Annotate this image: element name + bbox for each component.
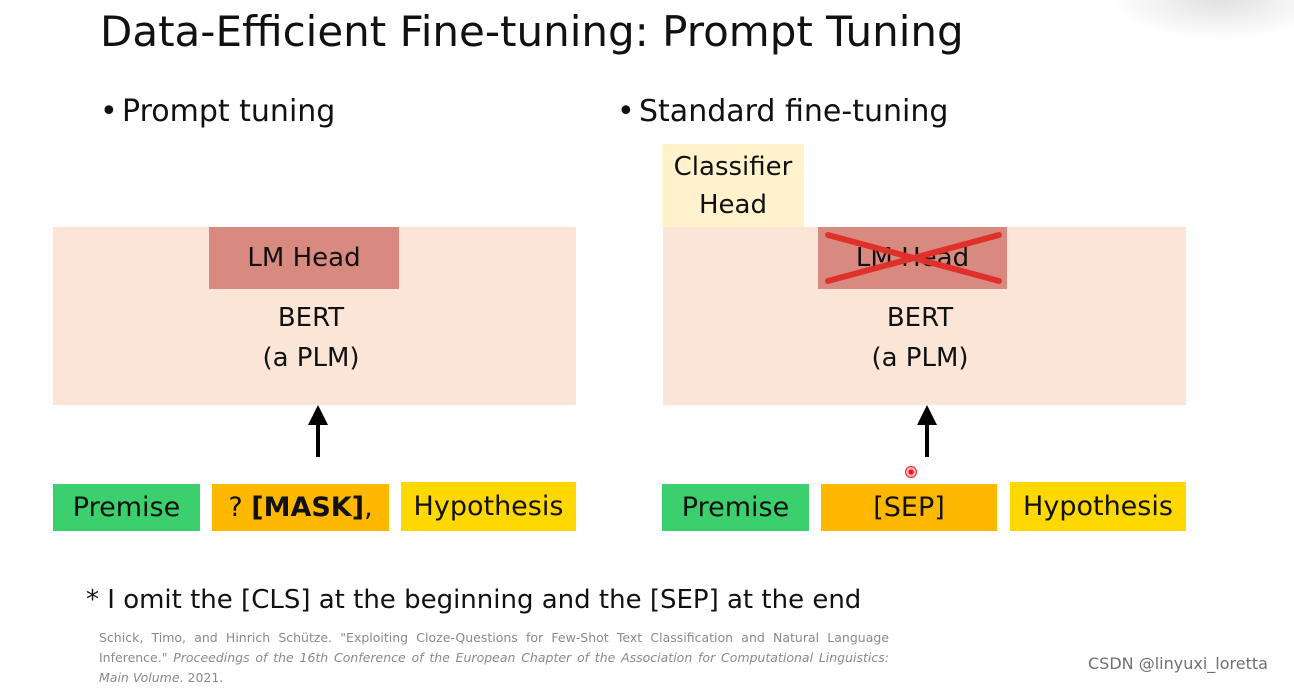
bert-desc: (a PLM) [262,343,360,373]
hypothesis-label: Hypothesis [1023,491,1173,522]
sep-box: [SEP] [821,484,997,531]
sep-label: [SEP] [873,492,945,523]
bert-label-left: BERT (a PLM) [211,298,411,378]
mask-box: ? [MASK], [212,484,389,531]
slide-title: Data-Efficient Fine-tuning: Prompt Tunin… [100,7,964,56]
bert-label-right: BERT (a PLM) [820,298,1020,378]
up-arrow-icon [917,405,937,457]
mask-prefix: ? [228,492,252,523]
hypothesis-label: Hypothesis [413,491,564,522]
citation-venue: Proceedings of the 16th Conference of th… [99,650,889,685]
classifier-head: Classifier Head [662,144,804,227]
bert-name: BERT [886,303,954,333]
watermark: CSDN @linyuxi_loretta [1088,654,1268,673]
lm-head-left: LM Head [209,227,399,289]
premise-label: Premise [681,492,790,523]
bullet-label: Prompt tuning [122,94,336,129]
hypothesis-box-right: Hypothesis [1010,482,1186,531]
bullet-dot: • [100,94,118,129]
bullet-standard-fine-tuning: •Standard fine-tuning [617,92,948,132]
premise-label: Premise [72,492,181,523]
record-indicator-icon [904,465,918,479]
footnote: * I omit the [CLS] at the beginning and … [86,585,862,615]
bullet-dot: • [617,94,635,129]
lm-head-label: LM Head [247,243,361,273]
classifier-line1: Classifier [673,151,793,182]
citation: Schick, Timo, and Hinrich Schütze. "Expl… [99,628,889,688]
bullet-prompt-tuning: •Prompt tuning [100,92,335,132]
bullet-label: Standard fine-tuning [639,94,949,129]
classifier-line2: Head [699,189,767,220]
premise-box-right: Premise [662,484,809,531]
hypothesis-box-left: Hypothesis [401,482,576,531]
citation-authors-title: Schick, Timo, and Hinrich Schütze. "Expl… [99,630,889,665]
up-arrow-icon [308,405,328,457]
mask-suffix: , [364,492,373,523]
premise-box-left: Premise [53,484,200,531]
cross-out-icon [825,232,1002,284]
corner-shadow [1110,0,1294,40]
citation-year: . 2021. [179,670,224,685]
mask-token: [MASK] [251,492,365,523]
bert-name: BERT [277,303,345,333]
bert-desc: (a PLM) [871,343,969,373]
